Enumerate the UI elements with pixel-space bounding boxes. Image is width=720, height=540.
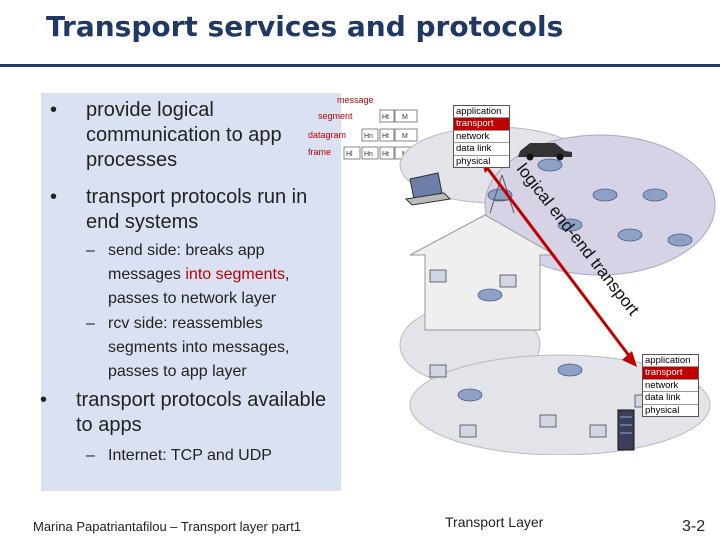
home-network-icon [409,214,557,331]
stack-layer-transport: transport [454,118,509,131]
text-panel [41,93,341,491]
protocol-stack-bottom: application transport network data link … [642,354,699,418]
footer-author: Marina Papatriantafilou – Transport laye… [33,519,302,534]
stack-layer-physical: physical [645,404,680,416]
enc-cell: Hl [346,151,353,158]
bullet-text: provide logical communication to app pro… [86,99,282,171]
enc-label-segment: segment [318,111,353,121]
stack-layer-data-link: data link [454,143,509,156]
enc-cell: Ht [382,133,389,140]
enc-label-datagram: datagram [308,130,347,140]
bullet-marker: • [50,186,58,208]
bullet-marker: – [86,315,95,332]
enc-label-frame: frame [308,147,332,157]
car-icon [518,143,572,161]
sub-bullet-rcv-side: – rcv side: reassembles segments into me… [86,312,316,384]
laptop-icon [404,172,452,206]
router-icons [457,158,693,402]
stack-layer-network: network [643,380,698,393]
bullet-text-end: , passes to network layer [108,266,290,307]
stack-layer-application: application [643,355,698,368]
arrow-head-bottom [622,351,637,367]
bullet-highlight: into segments [185,266,285,283]
stack-layer-transport: transport [643,367,698,380]
bullet-marker: – [86,447,95,464]
bullet-logical-communication: • provide logical communication to app p… [50,98,320,173]
bullet-marker: • [50,99,58,121]
host-icons [429,269,652,438]
footer-topic: Transport Layer [445,514,544,530]
page-number: 3-2 [682,518,706,535]
enterprise-cloud [409,354,711,455]
bullet-text: send side: breaks app messages [108,242,265,283]
stack-layer-network: network [454,131,509,144]
bullet-text: transport protocols run in end systems [86,186,308,233]
bullet-marker: – [86,242,95,259]
network-diagram: logical end-end transport [399,126,716,455]
stack-layer-physical: physical [456,155,491,167]
bullet-protocols-available: • transport protocols available to apps [40,388,340,438]
logical-transport-arrow [483,164,632,358]
enc-cell: Hn [364,151,373,158]
stack-layer-data-link: data link [643,392,698,405]
bullet-text: rcv side: reassembles segments into mess… [108,315,290,380]
enc-cell: Hn [364,133,373,140]
sub-bullet-internet: – Internet: TCP and UDP [86,444,326,468]
enc-cell: Ht [382,151,389,158]
bullet-end-systems: • transport protocols run in end systems [50,185,320,235]
server-icon [617,409,635,451]
stack-layer-application: application [454,106,509,119]
bullet-marker: • [40,389,48,411]
protocol-stack-top: application transport network data link … [453,105,510,169]
enc-cell: Ht [382,114,389,121]
title-divider [0,64,720,67]
bullet-text: Internet: TCP and UDP [108,447,272,464]
sub-bullet-send-side: – send side: breaks app messages into se… [86,239,316,311]
enc-cell: M [402,114,408,121]
enc-cell: M [402,133,408,140]
slide-title: Transport services and protocols [46,10,564,43]
bullet-text: transport protocols available to apps [76,389,327,436]
enc-label-message: message [337,95,374,105]
